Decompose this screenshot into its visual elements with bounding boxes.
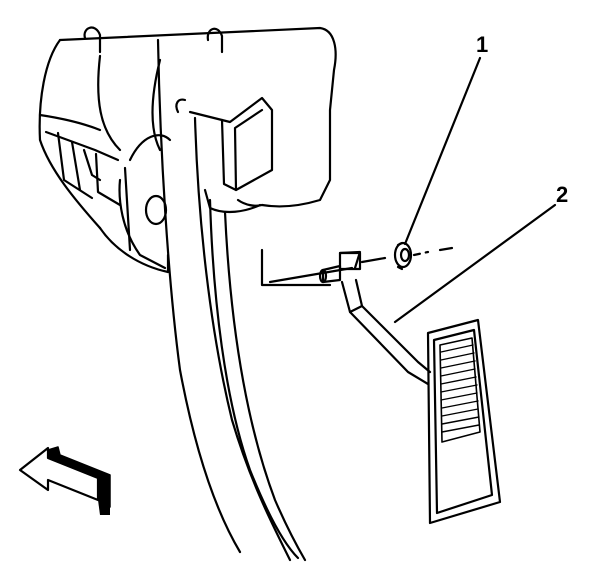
callout-leaders — [393, 56, 557, 324]
pedal-pad — [426, 318, 502, 525]
front-direction-arrow-icon — [18, 446, 111, 515]
retainer-nut — [393, 241, 413, 271]
support-post — [156, 38, 332, 562]
pedal-pivot — [268, 246, 454, 284]
callout-label-1: 1 — [476, 32, 488, 57]
callout-label-2: 2 — [556, 182, 568, 207]
dash-panel — [38, 26, 337, 274]
pedal-arm — [340, 278, 432, 386]
leader-line-1 — [403, 56, 482, 246]
leader-line-2 — [393, 203, 557, 324]
